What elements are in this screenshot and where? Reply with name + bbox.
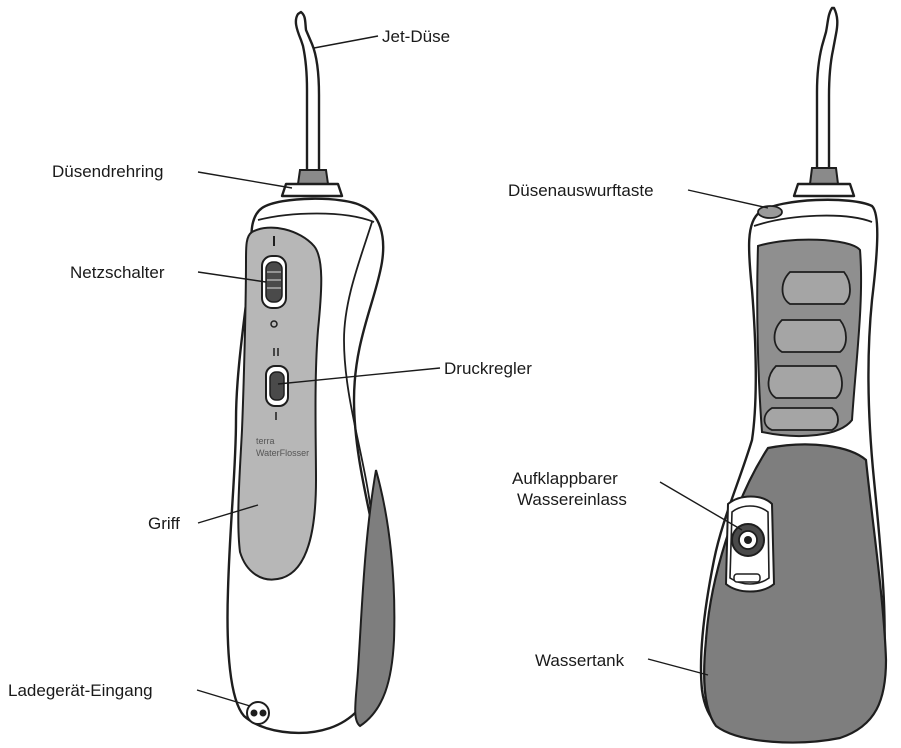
label-griff: Griff	[148, 514, 180, 533]
brand-line-1: terra	[256, 436, 275, 446]
leader-lines	[196, 35, 769, 707]
label-jet-duese: Jet-Düse	[382, 27, 450, 46]
label-wassertank: Wassertank	[535, 651, 625, 670]
label-ladegeraet-eingang: Ladegerät-Eingang	[8, 681, 153, 700]
back-view-device	[699, 6, 888, 744]
water-inlet[interactable]	[724, 495, 776, 593]
front-view-device: terra WaterFlosser	[226, 10, 396, 735]
grip-ridges	[763, 271, 851, 431]
labels: Jet-Düse Düsendrehring Netzschalter Druc…	[8, 27, 654, 700]
jet-nozzle-back	[815, 6, 839, 172]
label-wassereinlass-line1: Aufklappbarer	[512, 469, 618, 488]
brand-line-2: WaterFlosser	[256, 448, 309, 458]
water-tank	[703, 443, 888, 744]
charger-port	[246, 701, 270, 725]
label-wassereinlass-line2: Wassereinlass	[517, 490, 627, 509]
label-druckregler: Druckregler	[444, 359, 532, 378]
nozzle-ring	[296, 169, 330, 185]
label-duesendrehring: Düsendrehring	[52, 162, 164, 181]
rear-tank-strip	[354, 469, 396, 728]
nozzle-eject-button[interactable]	[757, 205, 783, 219]
nozzle-ring-back	[808, 167, 840, 185]
pressure-regulator[interactable]	[265, 348, 289, 420]
power-switch[interactable]	[261, 236, 287, 328]
label-duesenauswurftaste: Düsenauswurftaste	[508, 181, 654, 200]
label-netzschalter: Netzschalter	[70, 263, 165, 282]
